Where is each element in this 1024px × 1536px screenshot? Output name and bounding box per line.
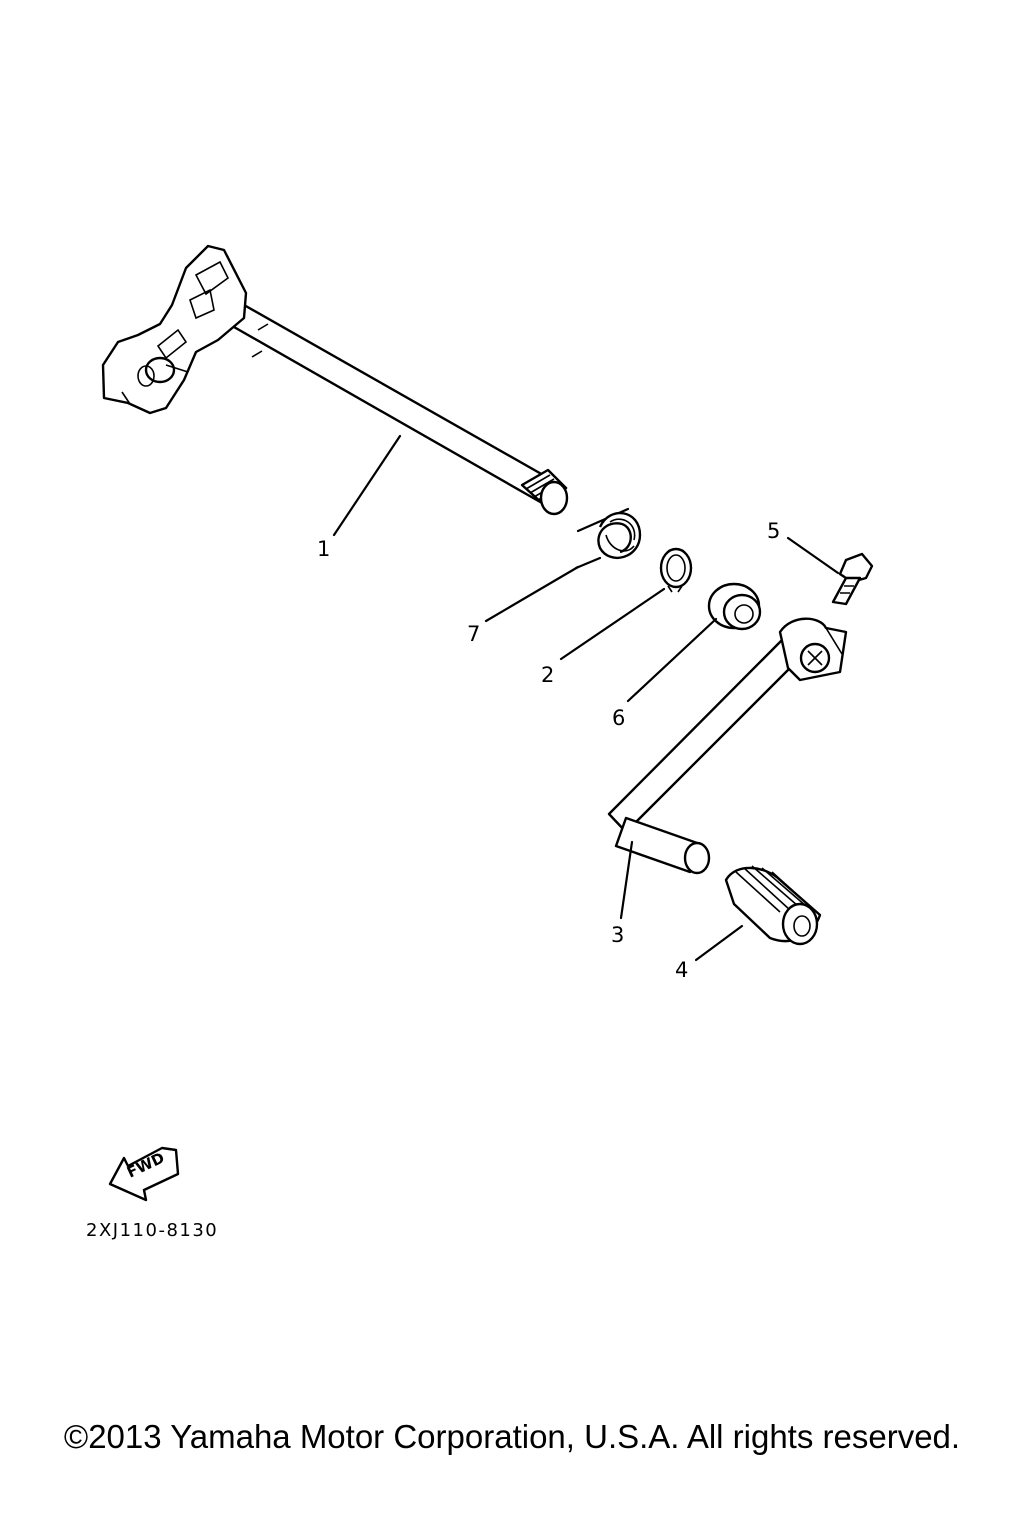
callout-5: 5 (767, 519, 780, 543)
callout-2: 2 (541, 663, 554, 687)
leader-line-2 (559, 587, 666, 661)
fwd-arrow-icon: FWD (108, 1146, 180, 1202)
circlip-part (659, 547, 693, 593)
torsion-spring-part (574, 507, 642, 570)
leader-line-7 (484, 565, 580, 623)
leader-line-3 (619, 840, 634, 920)
callout-1: 1 (317, 537, 330, 561)
callout-6: 6 (612, 706, 625, 730)
leader-line-1 (332, 434, 402, 537)
callout-7: 7 (467, 622, 480, 646)
leader-line-4 (694, 924, 744, 962)
leader-line-5 (786, 536, 840, 575)
copyright-notice: ©2013 Yamaha Motor Corporation, U.S.A. A… (63, 1418, 961, 1455)
callout-3: 3 (611, 923, 624, 947)
bolt-part (831, 552, 874, 606)
oil-seal-part (707, 582, 762, 631)
diagram-code: 2XJ110-8130 (86, 1220, 218, 1241)
pedal-rubber-part (724, 865, 822, 946)
shift-shaft-part (101, 244, 569, 516)
shift-pedal-part (607, 617, 848, 875)
callout-4: 4 (675, 958, 688, 982)
callout-numbers: 1 7 2 6 5 3 4 (317, 519, 780, 982)
leader-lines (332, 434, 840, 962)
leader-line-6 (626, 617, 718, 703)
